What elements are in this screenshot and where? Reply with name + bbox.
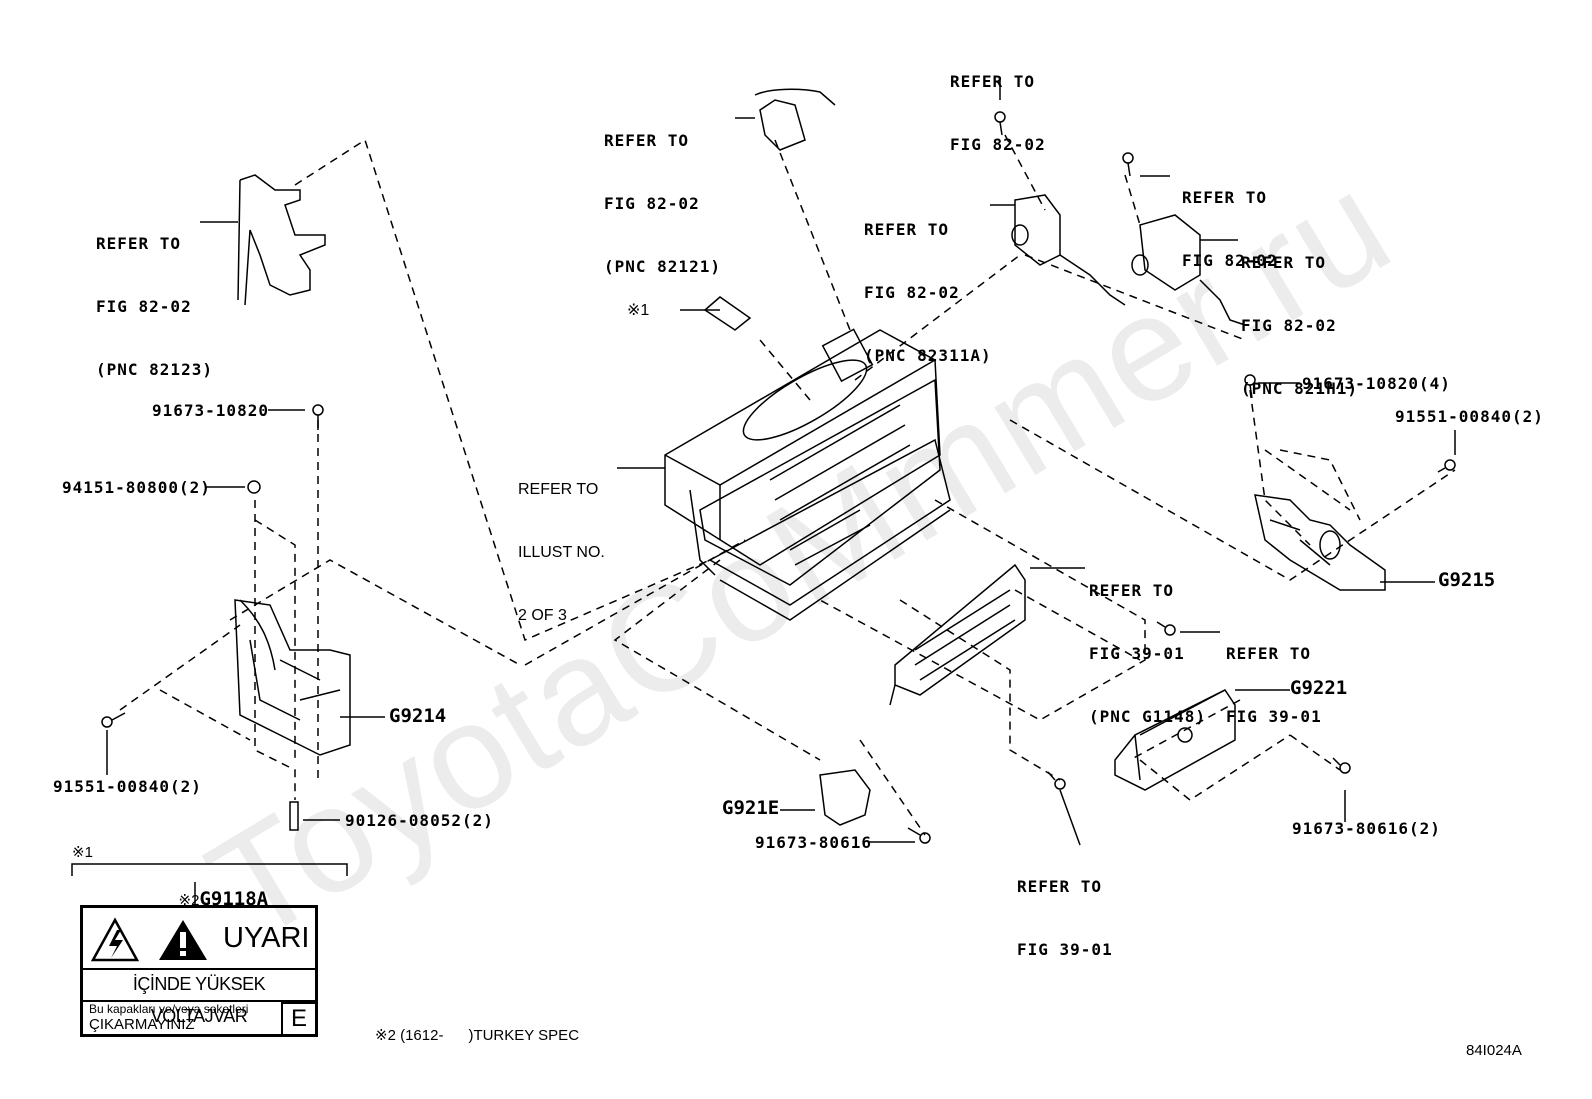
line: FIG 39-01 xyxy=(1226,707,1322,726)
warning-header: UYARI xyxy=(83,908,315,970)
refer-illust-2-of-3: REFER TO ILLUST NO. 2 OF 3 xyxy=(518,437,605,668)
cover-g9221 xyxy=(1114,689,1236,791)
warning-label: UYARI İÇİNDE YÜKSEK VOLTAJVAR Bu kapakla… xyxy=(80,905,318,1037)
detail-bracket xyxy=(71,863,348,876)
sensor-82311a xyxy=(1011,194,1126,306)
part-91673-10820: 91673-10820 xyxy=(152,401,269,420)
line: FIG 39-01 xyxy=(1017,940,1113,959)
dashed-guide-lines xyxy=(119,134,1456,836)
warning-line-2: Bu kapakları ve/veya soketleri xyxy=(89,1002,249,1016)
line: REFER TO xyxy=(604,131,690,150)
mark-2: ※2 xyxy=(178,892,200,909)
refer-fig-82-02-top: REFER TO FIG 82-02 xyxy=(950,29,1046,197)
sensor-82123 xyxy=(237,174,326,306)
inverter-assembly xyxy=(664,328,951,621)
detail-part-label: ※2G9118A xyxy=(136,868,269,932)
warning-corner-letter: E xyxy=(281,1002,315,1034)
refer-fig-82-02-pnc-821h1: REFER TO FIG 82-02 (PNC 821H1) xyxy=(1241,210,1358,441)
line: (PNC G1148) xyxy=(1089,707,1206,726)
line: (PNC 82311A) xyxy=(864,346,992,365)
mark-1-label: ※1 xyxy=(627,302,650,319)
line: REFER TO xyxy=(96,234,182,253)
line: (PNC 821H1) xyxy=(1241,379,1358,398)
line: (PNC 82123) xyxy=(96,360,213,379)
refer-fig-82-02-pnc-82121: REFER TO FIG 82-02 (PNC 82121) xyxy=(604,88,721,319)
part-91673-80616: 91673-80616 xyxy=(755,833,872,852)
line: REFER TO xyxy=(1226,644,1312,663)
line: FIG 82-02 xyxy=(1182,251,1278,270)
part-g921e: G921E xyxy=(722,797,780,819)
leader-lines xyxy=(106,80,1456,905)
hazard-icons xyxy=(91,917,207,962)
label-plate xyxy=(703,296,752,331)
line: FIG 82-02 xyxy=(950,135,1046,154)
refer-fig-39-01-bottom: REFER TO FIG 39-01 xyxy=(1017,834,1113,1002)
harness-82121 xyxy=(754,88,836,151)
sensor-821h1 xyxy=(1131,214,1246,326)
warning-title: UYARI xyxy=(223,922,310,954)
line: REFER TO xyxy=(1241,253,1327,272)
part-90126-08052: 90126-08052(2) xyxy=(345,811,494,830)
line: FIG 82-02 xyxy=(864,283,960,302)
part-91673-10820-4: 91673-10820(4) xyxy=(1302,374,1451,393)
part-91551-00840-left: 91551-00840(2) xyxy=(53,777,202,796)
line: REFER TO xyxy=(864,220,950,239)
connector-g1148 xyxy=(889,563,1026,706)
line: 2 OF 3 xyxy=(518,607,567,624)
footnote-turkey-spec: ※2 (1612- )TURKEY SPEC xyxy=(375,1027,580,1044)
line: (PNC 82121) xyxy=(604,257,721,276)
part-g9118a: G9118A xyxy=(199,888,269,910)
line: ILLUST NO. xyxy=(518,544,605,561)
refer-fig-82-02-right: REFER TO FIG 82-02 xyxy=(1182,145,1278,313)
line: REFER TO xyxy=(1017,877,1103,896)
refer-fig-39-01-right: REFER TO FIG 39-01 xyxy=(1226,601,1322,769)
fasteners xyxy=(101,111,1456,844)
high-voltage-icon xyxy=(91,917,140,962)
line: REFER TO xyxy=(1089,581,1175,600)
part-94151-80800: 94151-80800(2) xyxy=(62,478,211,497)
refer-fig-39-01-pnc-g1148: REFER TO FIG 39-01 (PNC G1148) xyxy=(1089,538,1206,769)
warning-line-3: ÇIKARMAYINIZ xyxy=(89,1016,195,1033)
part-g9214: G9214 xyxy=(389,705,447,727)
line: FIG 39-01 xyxy=(1089,644,1185,663)
part-91551-00840-right: 91551-00840(2) xyxy=(1395,407,1544,426)
line: FIG 82-02 xyxy=(604,194,700,213)
part-g9215: G9215 xyxy=(1438,569,1496,591)
line: REFER TO xyxy=(1182,188,1268,207)
part-g9221: G9221 xyxy=(1290,677,1348,699)
line: FIG 82-02 xyxy=(96,297,192,316)
bracket-g921e xyxy=(819,769,871,826)
lightning-icon xyxy=(109,930,123,958)
diagram-id: 84I024A xyxy=(1466,1042,1522,1059)
part-91673-80616-2: 91673-80616(2) xyxy=(1292,819,1441,838)
line: FIG 82-02 xyxy=(1241,316,1337,335)
bracket-g9215 xyxy=(1254,494,1386,591)
bracket-g9214 xyxy=(234,599,351,756)
warning-line-1: İÇİNDE YÜKSEK VOLTAJVAR xyxy=(83,968,315,1026)
line: REFER TO xyxy=(950,72,1036,91)
refer-fig-82-02-pnc-82311a: REFER TO FIG 82-02 (PNC 82311A) xyxy=(864,177,992,408)
detail-mark-1: ※1 xyxy=(72,844,93,861)
line: REFER TO xyxy=(518,481,599,498)
refer-fig-82-02-pnc-82123: REFER TO FIG 82-02 (PNC 82123) xyxy=(96,191,213,422)
